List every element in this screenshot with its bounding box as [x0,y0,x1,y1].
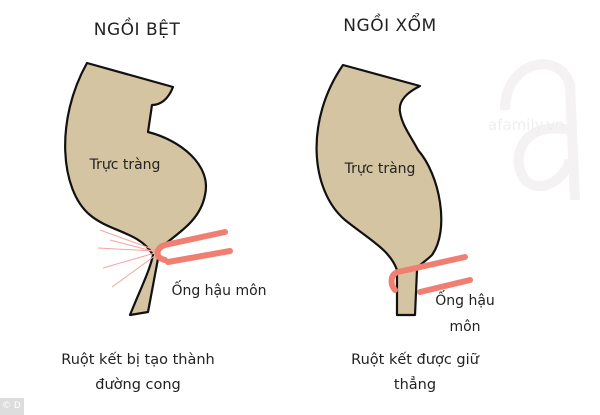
watermark-logo [500,59,580,201]
right-muscle-band [388,254,473,295]
right-caption-line2: thẳng [393,377,437,393]
left-anal-canal-label: Ống hậu môn [171,283,267,299]
right-rectum-shape [315,63,443,317]
left-rectum-label: Trực tràng [89,157,161,173]
right-title: NGỒI XỔM [343,16,437,36]
copyright-badge: © D [0,398,24,415]
right-rectum-label: Trực tràng [344,161,416,177]
pressure-rays [97,229,157,288]
left-title: NGỒI BỆT [93,20,181,40]
watermark-text: afamily.vn [488,116,565,134]
left-caption-line2: đường cong [95,377,181,393]
right-anal-canal-label-2: môn [449,319,481,335]
left-caption-line1: Ruột kết bị tạo thành [61,352,215,368]
right-anal-canal-label-1: Ống hậu [435,293,495,309]
left-rectum-shape [64,61,208,317]
left-muscle-band [154,229,233,265]
right-caption-line1: Ruột kết được giữ [351,352,479,368]
